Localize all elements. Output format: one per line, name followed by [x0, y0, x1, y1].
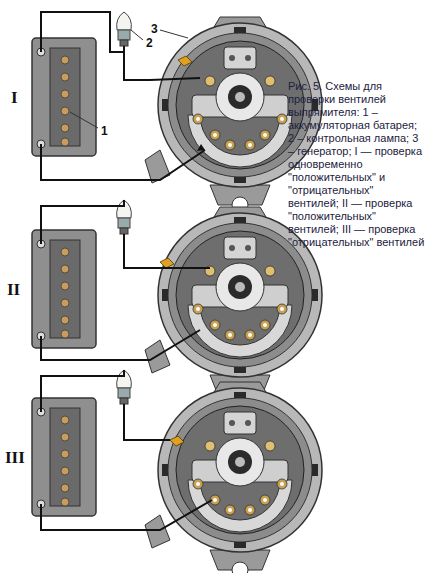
- callout-number: 3: [150, 22, 159, 36]
- callout-number: 2: [145, 36, 154, 50]
- figure-caption: Рис. 5. Схемы для проверки вентилей выпр…: [288, 80, 426, 249]
- panel-numeral: III: [4, 448, 26, 468]
- panel-numeral: II: [6, 280, 21, 300]
- callout-number: 1: [100, 124, 109, 138]
- panel-numeral: I: [10, 88, 19, 108]
